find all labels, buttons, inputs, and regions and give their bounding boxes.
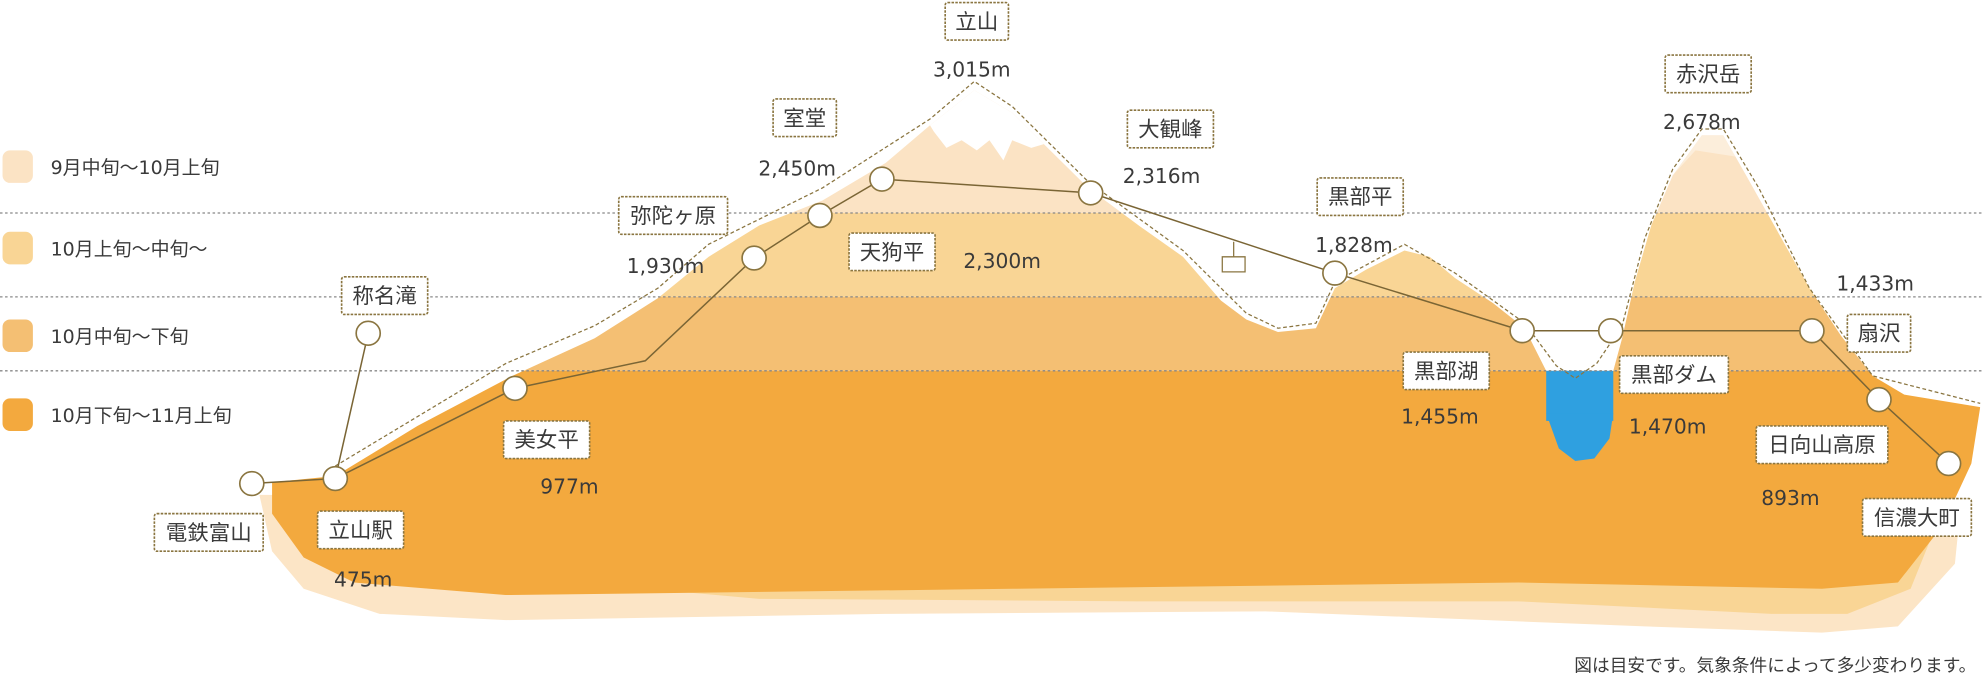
station-elevation: 977m [540,475,598,499]
station-11: 黒部ダム 1,470m [1597,318,1730,439]
kurobe-lake-bottom [1546,413,1614,462]
station-label-box [316,510,405,550]
station-label-box [1316,177,1405,217]
station-9: 黒部平 1,828m [1315,177,1405,286]
station-label-box [1846,313,1912,353]
legend: 9月中旬〜10月上旬 10月上旬〜中旬〜 10月中旬〜下旬 10月下旬〜11月上旬 [2,150,232,431]
station-5: 天狗平 2,300m [807,202,1041,273]
station-8: 大観峰 2,316m [1077,109,1215,206]
legend-swatch [2,231,33,265]
legend-swatch [2,398,33,431]
band-dividers [0,212,1984,372]
station-elevation: 2,678m [1663,110,1741,134]
cable-car-icon [1221,241,1246,273]
station-elevation: 2,450m [758,156,836,180]
station-2: 称名滝 [340,276,429,346]
station-name: 大観峰 [1138,118,1203,143]
station-name: 天狗平 [860,240,925,265]
station-10: 黒部湖 1,455m [1401,318,1536,429]
station-label-box [1618,354,1730,395]
station-label-box [502,420,591,460]
station-name: 立山 [955,10,998,35]
legend-label: 10月中旬〜下旬 [51,326,189,348]
legend-label: 10月上旬〜中旬〜 [51,239,208,261]
station-name: 弥陀ヶ原 [630,204,716,229]
station-name: 赤沢岳 [1676,63,1741,88]
station-elevation: 1,455m [1401,405,1479,429]
station-elevation: 3,015m [933,58,1011,82]
station-name: 黒部ダム [1631,363,1717,388]
station-label-box [617,195,729,236]
station-13: 扇沢 1,433m [1799,272,1914,353]
station-label-box [1402,351,1491,391]
station-12: 赤沢岳 2,678m [1663,54,1753,134]
legend-swatch [2,319,33,353]
ridge-outline [334,80,1981,467]
legend-swatch [2,150,33,183]
station-label-box [1664,54,1753,94]
legend-label: 9月中旬〜10月上旬 [51,157,220,179]
station-3: 美女平 977m [502,375,599,499]
station-node [1322,260,1348,286]
station-0: 電鉄富山 [153,470,265,553]
station-label-box [1755,425,1889,465]
snow-cap-2 [1672,135,1736,176]
station-label-box [153,512,265,553]
station-node [741,245,767,271]
station-elevation: 2,316m [1123,164,1201,188]
station-7: 立山 3,015m [933,1,1011,82]
station-node [1509,318,1536,344]
station-elevation: 1,433m [1836,272,1914,296]
route-line [251,178,1950,485]
station-node [322,465,349,492]
kurobe-lake [1546,370,1614,421]
disclaimer-note: 図は目安です。気象条件によって多少変わります。 [1574,657,1976,677]
station-node [502,375,528,402]
station-name: 立山駅 [328,519,393,544]
station-4: 弥陀ヶ原 1,930m [617,195,767,278]
station-name: 称名滝 [352,284,417,309]
station-name: 電鉄富山 [166,521,252,546]
snow-cap [930,90,1044,161]
station-node [807,202,833,229]
station-elevation: 1,930m [627,254,705,278]
station-name: 美女平 [514,428,579,453]
station-label-box [772,98,838,138]
station-node [238,470,265,497]
station-label-box [1126,109,1215,149]
station-6: 室堂 2,450m [758,98,895,192]
station-elevation: 1,470m [1629,415,1707,439]
station-node [1597,318,1624,344]
station-node [1077,180,1104,206]
station-elevation: 1,828m [1315,233,1393,257]
station-label-box [848,232,936,272]
station-label-box [1861,497,1973,537]
station-name: 日向山高原 [1768,433,1876,458]
station-elevation: 893m [1761,486,1819,510]
station-node [355,320,382,346]
station-name: 黒部湖 [1414,359,1479,384]
station-node [1866,386,1892,413]
station-node [869,166,895,192]
station-name: 信濃大町 [1874,506,1960,531]
station-name: 扇沢 [1857,322,1900,347]
station-node [1799,318,1825,344]
station-name: 黒部平 [1328,185,1393,210]
station-elevation: 2,300m [963,249,1041,273]
station-elevation: 475m [334,567,392,591]
legend-label: 10月下旬〜11月上旬 [51,405,232,427]
station-node [1935,450,1962,477]
station-label-box [944,1,1010,41]
station-15: 信濃大町 [1861,450,1973,537]
station-1: 立山駅 475m [316,465,405,591]
station-label-box [340,276,429,316]
station-name: 室堂 [783,106,826,131]
shomyo-falls-branch [334,333,369,479]
station-14: 日向山高原 893m [1755,386,1892,510]
